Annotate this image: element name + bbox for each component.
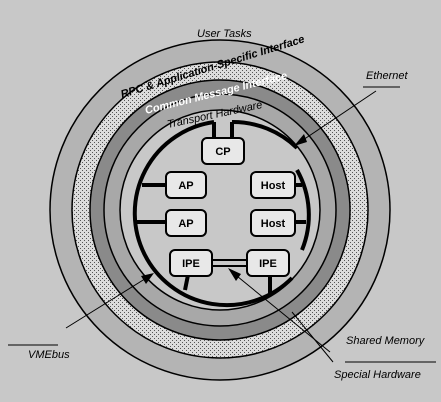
ethernet-leader <box>299 90 377 143</box>
ap-bottom-label: AP <box>178 218 193 230</box>
ipe-node-left: IPE <box>169 249 213 277</box>
cp-node: CP <box>201 137 245 165</box>
host-bottom-label: Host <box>261 218 286 230</box>
special-hardware-label: Special Hardware <box>334 369 421 381</box>
shared-memory-arrowhead <box>228 268 241 281</box>
host-node-bottom: Host <box>250 209 296 237</box>
bus-arc <box>132 120 294 308</box>
ap-node-bottom: AP <box>165 209 207 237</box>
vmebus-label: VMEbus <box>28 349 70 361</box>
host-node-top: Host <box>250 171 296 199</box>
vmebus-leader <box>65 276 149 329</box>
bus-arc-top-right <box>231 119 299 150</box>
cp-label: CP <box>215 146 230 158</box>
special-hardware-leader <box>291 311 334 363</box>
ethernet-label: Ethernet <box>366 70 409 82</box>
ap-node-top: AP <box>165 171 207 199</box>
bus-arc-right <box>295 169 311 251</box>
ipe-node-right: IPE <box>246 249 290 277</box>
shared-memory-label: Shared Memory <box>346 335 426 347</box>
ring-label-user-tasks: User Tasks <box>197 28 252 40</box>
ethernet-arrowhead <box>294 134 307 146</box>
ap-top-label: AP <box>178 180 193 192</box>
ipe-left-connector <box>183 274 190 291</box>
vmebus-arrowhead <box>141 273 154 284</box>
host-top-label: Host <box>261 180 286 192</box>
ipe-right-label: IPE <box>259 258 277 270</box>
ipe-left-label: IPE <box>182 258 200 270</box>
